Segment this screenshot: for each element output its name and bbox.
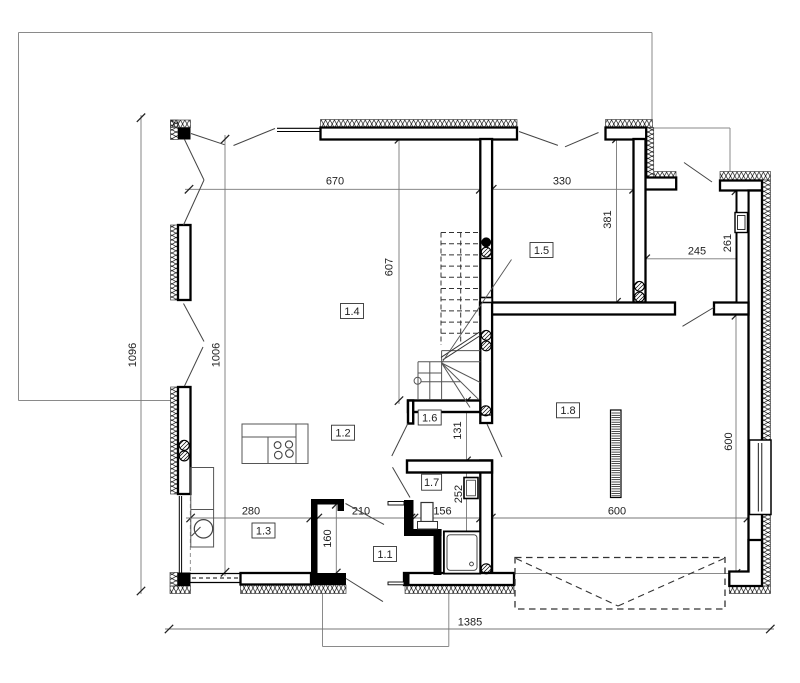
svg-text:245: 245 <box>688 246 706 258</box>
svg-text:131: 131 <box>452 421 464 439</box>
svg-text:1.6: 1.6 <box>422 412 437 424</box>
svg-text:261: 261 <box>722 234 734 252</box>
svg-text:670: 670 <box>326 176 344 188</box>
svg-text:1.2: 1.2 <box>335 428 350 440</box>
svg-text:600: 600 <box>608 506 626 518</box>
svg-text:1.3: 1.3 <box>256 525 271 537</box>
svg-text:1006: 1006 <box>211 343 223 367</box>
svg-text:1096: 1096 <box>127 343 139 367</box>
svg-text:607: 607 <box>384 258 396 276</box>
svg-text:1.4: 1.4 <box>344 306 359 318</box>
svg-text:252: 252 <box>453 485 465 503</box>
svg-text:381: 381 <box>602 210 614 228</box>
svg-text:156: 156 <box>433 506 451 518</box>
svg-text:160: 160 <box>322 529 334 547</box>
svg-text:1.1: 1.1 <box>377 549 392 561</box>
svg-text:330: 330 <box>553 176 571 188</box>
svg-text:1385: 1385 <box>458 617 482 629</box>
svg-text:280: 280 <box>242 506 260 518</box>
svg-text:1.7: 1.7 <box>424 477 439 489</box>
svg-text:1.5: 1.5 <box>534 245 549 257</box>
svg-text:1.8: 1.8 <box>560 405 575 417</box>
svg-text:600: 600 <box>723 432 735 450</box>
